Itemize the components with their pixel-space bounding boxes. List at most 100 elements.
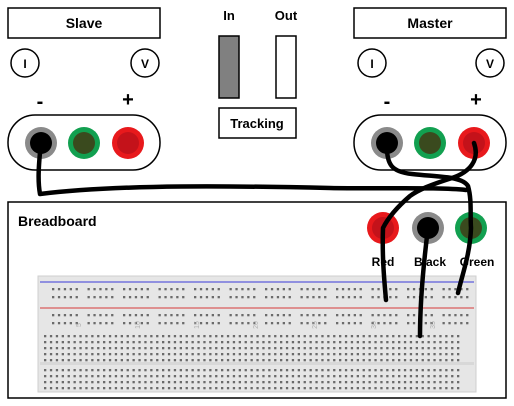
- breadboard-hole: [344, 375, 348, 378]
- slave-gnd-jack[interactable]: [73, 132, 95, 154]
- breadboard-hole: [256, 347, 259, 350]
- breadboard-hole: [215, 359, 218, 362]
- breadboard-hole: [451, 335, 454, 338]
- breadboard-hole: [403, 387, 407, 390]
- breadboard-hole: [321, 387, 324, 390]
- breadboard-hole: [403, 335, 407, 338]
- breadboard-hole: [445, 353, 448, 356]
- breadboard-hole: [430, 288, 433, 291]
- breadboard-hole: [321, 341, 324, 344]
- switch-in-position[interactable]: [218, 35, 240, 99]
- breadboard-hole: [356, 375, 359, 378]
- breadboard-hole: [321, 353, 324, 356]
- breadboard-hole: [268, 335, 271, 338]
- breadboard-hole: [61, 359, 64, 362]
- breadboard-hole: [91, 387, 94, 390]
- breadboard-hole: [144, 375, 147, 378]
- breadboard-hole: [291, 353, 295, 356]
- breadboard-hole: [262, 335, 265, 338]
- breadboard-hole: [297, 341, 300, 344]
- breadboard-hole: [150, 335, 153, 338]
- breadboard-hole: [173, 375, 177, 378]
- breadboard-hole: [457, 387, 460, 390]
- breadboard-hole: [164, 288, 167, 291]
- breadboard-hole: [144, 381, 147, 384]
- breadboard-hole: [182, 288, 185, 291]
- slave-title: Slave: [66, 15, 103, 31]
- breadboard-hole: [309, 375, 312, 378]
- breadboard-hole: [164, 314, 167, 317]
- breadboard-hole: [309, 347, 312, 350]
- breadboard-hole: [297, 359, 300, 362]
- breadboard-hole: [395, 296, 398, 299]
- breadboard-hole: [91, 381, 94, 384]
- switch-out-position[interactable]: [275, 35, 297, 99]
- breadboard-hole: [395, 288, 398, 291]
- breadboard-hole: [415, 353, 418, 356]
- breadboard-hole: [162, 369, 165, 372]
- master-plus-label: +: [470, 89, 482, 111]
- slave-plus-jack[interactable]: [117, 132, 139, 154]
- breadboard-hole: [454, 296, 457, 299]
- breadboard-hole: [297, 381, 300, 384]
- column-number: 35: [430, 321, 437, 329]
- breadboard-hole: [97, 347, 100, 350]
- breadboard-hole: [268, 353, 271, 356]
- breadboard-hole: [309, 387, 312, 390]
- breadboard-hole: [392, 375, 395, 378]
- tracking-label: Tracking: [230, 116, 284, 131]
- breadboard-hole: [99, 296, 102, 299]
- breadboard-hole: [241, 322, 244, 325]
- breadboard-hole: [333, 353, 336, 356]
- breadboard-hole: [103, 341, 106, 344]
- breadboard-hole: [383, 314, 386, 317]
- breadboard-hole: [67, 375, 70, 378]
- breadboard-hole: [235, 296, 238, 299]
- breadboard-hole: [451, 341, 454, 344]
- breadboard-hole: [347, 288, 351, 291]
- breadboard-hole: [291, 341, 295, 344]
- breadboard-hole: [333, 341, 336, 344]
- breadboard-hole: [256, 359, 259, 362]
- breadboard-hole: [197, 347, 200, 350]
- breadboard-hole: [197, 369, 200, 372]
- breadboard-hole: [203, 335, 206, 338]
- breadboard-hole: [395, 314, 398, 317]
- breadboard-hole: [344, 341, 348, 344]
- master-gnd-jack[interactable]: [419, 132, 441, 154]
- breadboard-hole: [167, 359, 171, 362]
- breadboard-hole: [185, 347, 188, 350]
- breadboard-hole: [61, 335, 64, 338]
- breadboard-hole: [445, 347, 448, 350]
- breadboard-hole: [421, 347, 424, 350]
- breadboard-hole: [126, 387, 129, 390]
- breadboard-hole: [359, 322, 362, 325]
- breadboard-hole: [49, 369, 53, 372]
- column-number: 15: [194, 321, 201, 329]
- master-meter-v-label: V: [486, 57, 494, 71]
- breadboard-hole: [114, 375, 118, 378]
- breadboard-hole: [61, 375, 64, 378]
- breadboard-hole: [211, 296, 214, 299]
- breadboard-hole: [209, 335, 212, 338]
- breadboard-hole: [276, 322, 280, 325]
- breadboard-hole: [380, 347, 383, 350]
- breadboard-hole: [433, 353, 436, 356]
- breadboard-hole: [380, 387, 383, 390]
- breadboard-hole: [285, 341, 289, 344]
- breadboard-hole: [356, 369, 359, 372]
- breadboard-hole: [108, 387, 112, 390]
- breadboard-hole: [123, 314, 126, 317]
- breadboard-hole: [97, 341, 100, 344]
- breadboard-hole: [247, 314, 250, 317]
- breadboard-hole: [276, 288, 280, 291]
- breadboard-hole: [150, 347, 153, 350]
- breadboard-hole: [359, 296, 362, 299]
- breadboard-hole: [362, 347, 365, 350]
- breadboard-hole: [270, 288, 274, 291]
- breadboard-hole: [285, 359, 289, 362]
- breadboard-hole: [430, 296, 433, 299]
- breadboard-hole: [61, 341, 64, 344]
- breadboard-hole: [421, 341, 424, 344]
- wire-master-plus-to-red: [380, 140, 478, 303]
